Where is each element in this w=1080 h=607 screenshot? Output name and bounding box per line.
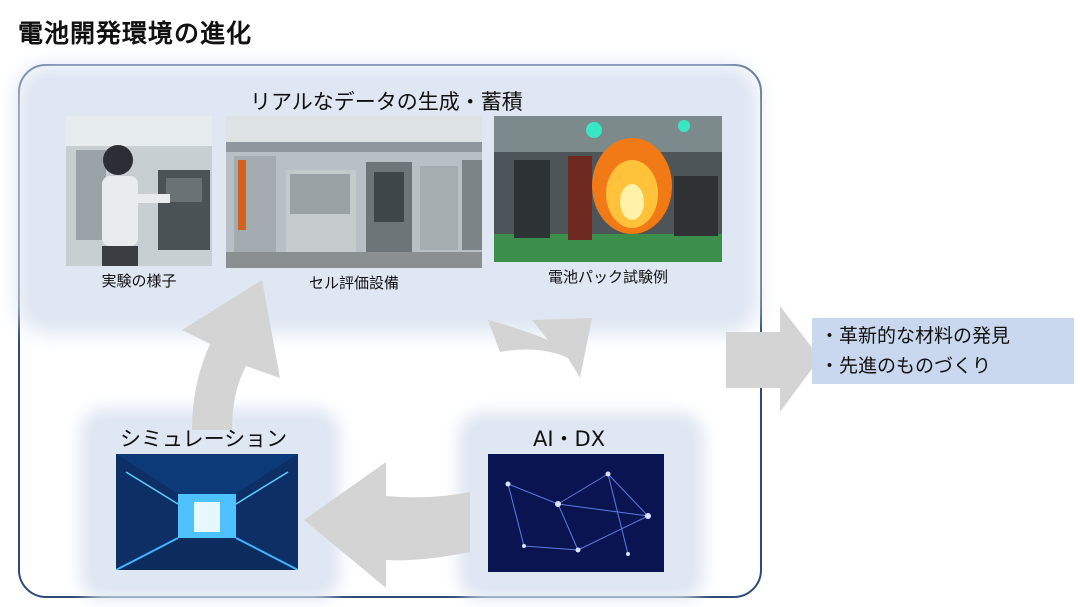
experiment-caption: 実験の様子: [101, 272, 177, 290]
experiment-photo: [66, 116, 212, 266]
real-data-heading: リアルなデータの生成・蓄積: [250, 90, 523, 114]
simulation-heading: シミュレーション: [120, 427, 288, 451]
datacenter-image: [116, 454, 298, 570]
arrow-to-simulation: [304, 462, 470, 588]
arrow-to-outcome: [726, 306, 820, 412]
cell-equipment-photo: [226, 116, 482, 268]
arrow-to-ai: [488, 318, 592, 378]
network-image: [488, 454, 664, 572]
arrow-to-real-data: [182, 280, 280, 430]
outcome-item: ・先進のものづくり: [820, 355, 992, 377]
cell-equipment-caption: セル評価設備: [308, 274, 399, 292]
outcome-box: ・革新的な材料の発見 ・先進のものづくり: [812, 318, 1074, 384]
battery-test-caption: 電池パック試験例: [547, 268, 668, 286]
page-title: 電池開発環境の進化: [18, 19, 253, 48]
ai-dx-heading: AI・DX: [533, 427, 606, 451]
battery-test-photo: [494, 116, 722, 262]
outcome-item: ・革新的な材料の発見: [820, 325, 1011, 347]
